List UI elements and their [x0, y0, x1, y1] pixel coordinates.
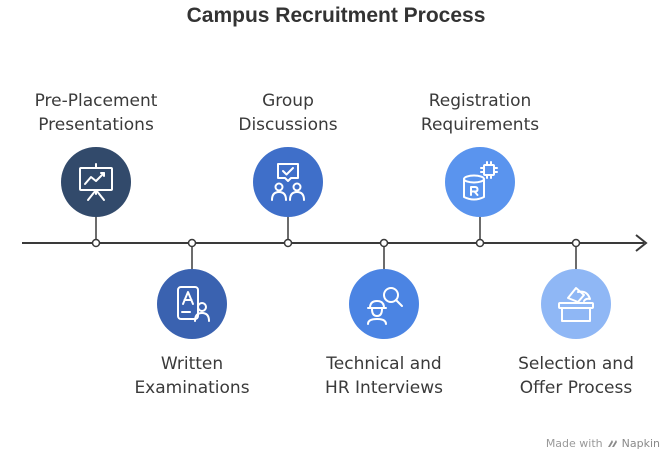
selection-offer-box-icon — [558, 287, 594, 322]
diagram-title: Campus Recruitment Process — [186, 4, 486, 27]
timeline-node-1 — [91, 238, 101, 248]
timeline-arrowhead — [635, 234, 648, 252]
napkin-logo-icon — [607, 440, 617, 447]
step-6-icon-circle — [541, 269, 611, 339]
presentation-board-icon — [79, 163, 113, 201]
step-5-icon-circle — [445, 147, 515, 217]
registration-database-icon — [463, 161, 498, 201]
timeline-node-6 — [571, 238, 581, 248]
timeline-node-5 — [475, 238, 485, 248]
step-2-icon-circle — [157, 269, 227, 339]
step-4-icon-circle — [349, 269, 419, 339]
made-with-text: Made with — [545, 437, 603, 450]
group-discussion-icon — [271, 163, 305, 201]
napkin-brand-text: Napkin — [621, 437, 660, 450]
step-1-icon-circle — [61, 147, 131, 217]
step-3-icon-circle — [253, 147, 323, 217]
exam-document-user-icon — [177, 286, 210, 322]
timeline-node-2 — [187, 238, 197, 248]
interview-search-icon — [367, 287, 403, 325]
timeline-node-3 — [283, 238, 293, 248]
made-with-footer[interactable]: Made with Napkin — [546, 437, 660, 450]
timeline-node-4 — [379, 238, 389, 248]
